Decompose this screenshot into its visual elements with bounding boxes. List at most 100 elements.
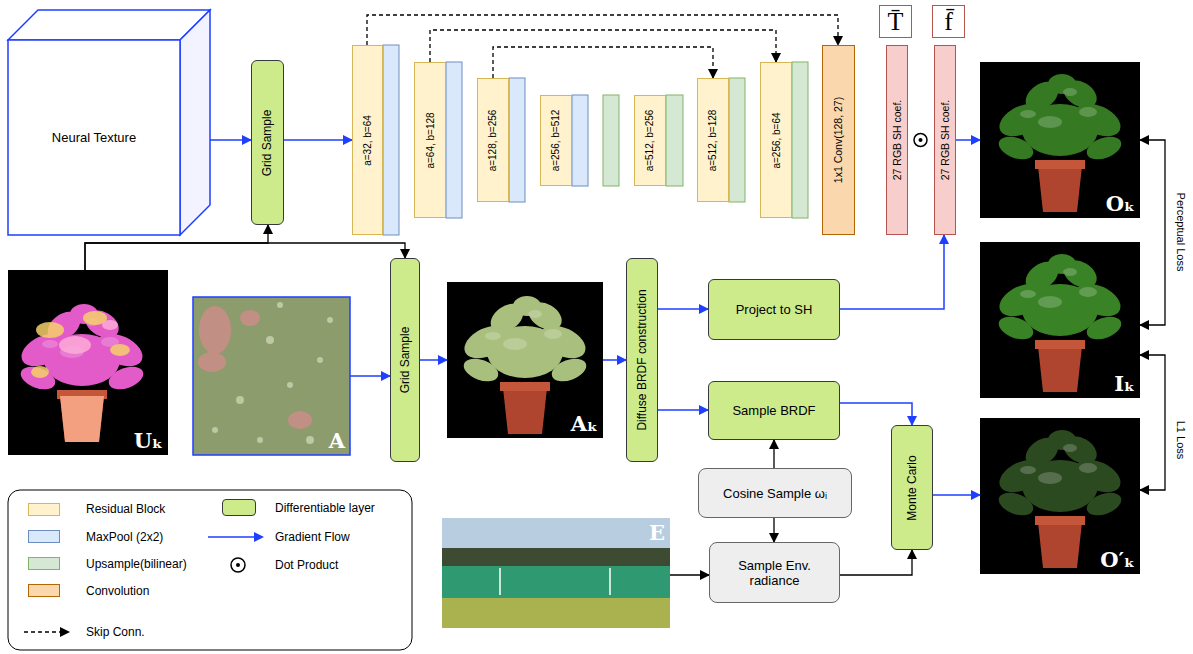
albedo-texture — [212, 427, 218, 433]
legend-swatch — [222, 499, 256, 516]
node-label: a=256, b=512 — [551, 110, 562, 172]
uv-image: Uₖ — [8, 270, 168, 455]
node-label: a=256, b=64 — [771, 112, 782, 168]
node-label: Aₖ — [571, 411, 598, 436]
dot-product-sample — [231, 558, 245, 572]
brdf-symbol-box: f̄ — [932, 5, 965, 38]
uv-image — [110, 344, 130, 356]
convolution-block: 1x1 Conv(128, 27) — [822, 45, 855, 235]
node-label: O′ₖ — [1100, 547, 1135, 572]
maxpool-layer — [383, 45, 399, 235]
texture-cube: Neural Texture — [8, 10, 210, 235]
legend-label: Upsample(bilinear) — [86, 557, 187, 571]
render-image — [980, 418, 1140, 574]
node-label: Neural Texture — [52, 130, 136, 145]
uv-image — [102, 320, 118, 330]
skip-connection — [493, 47, 713, 78]
albedo-texture — [287, 382, 293, 388]
connector-arrow — [85, 225, 268, 270]
albedo-texture — [236, 396, 244, 404]
legend-label: Residual Block — [86, 502, 165, 516]
connector-arrow — [284, 139, 352, 141]
dot-product-symbol — [914, 134, 927, 147]
texture-cube — [8, 40, 180, 235]
connector-arrow — [210, 139, 251, 141]
albedo-texture — [198, 352, 226, 372]
upsample-layer — [792, 62, 808, 218]
connector-arrow — [658, 308, 708, 310]
dot-product-symbol — [919, 138, 923, 142]
monte-carlo-layer: Monte Carlo — [891, 425, 933, 550]
maxpool-layer — [509, 78, 525, 202]
skip-connection-sample — [24, 631, 62, 632]
connector-arrow — [840, 235, 944, 309]
legend-box — [8, 490, 412, 650]
legend-swatch — [28, 503, 60, 516]
node-label: Iₖ — [1114, 371, 1135, 396]
upsample-layer — [603, 95, 619, 186]
uv-image — [59, 336, 91, 354]
connector-arrow — [658, 409, 708, 411]
environment-map — [442, 518, 670, 628]
albedo-texture — [193, 297, 350, 455]
sh-coefficients: 27 RGB SH coef. — [886, 45, 908, 235]
skip-connection — [430, 30, 776, 62]
sh-coefficients: 27 RGB SH coef. — [934, 45, 956, 235]
connector-arrow — [1140, 355, 1165, 490]
node-label: E — [649, 520, 665, 545]
legend-box — [8, 490, 412, 650]
connector-arrow — [773, 518, 774, 542]
connector-arrow — [350, 375, 390, 377]
connector-arrow — [933, 494, 980, 496]
uv-image — [60, 396, 104, 442]
albedo-texture — [317, 357, 323, 363]
residual-block: a=64, b=128 — [414, 62, 446, 218]
maxpool-layer — [446, 62, 462, 218]
residual-block: a=256, b=512 — [540, 95, 572, 186]
brdf-layer: Diffuse BRDF construction — [626, 258, 658, 462]
albedo-texture — [257, 437, 263, 443]
texture-cube — [8, 10, 210, 235]
environment-map — [442, 518, 670, 628]
environment-map — [500, 568, 610, 595]
node-label: Monte Carlo — [905, 455, 919, 520]
connector-arrow — [773, 440, 774, 468]
node-label: Sample BRDF — [732, 403, 815, 418]
output-image: Oₖ — [980, 62, 1140, 218]
node-label: Sample Env. radiance — [714, 558, 835, 588]
residual-block: a=512, b=128 — [697, 78, 729, 202]
environment-map: E — [442, 518, 670, 628]
legend-swatch — [28, 584, 60, 597]
dot-product-symbol — [914, 134, 927, 147]
albedo-texture — [327, 317, 333, 323]
legend-label: Differentiable layer — [275, 501, 375, 515]
albedo-texture — [288, 411, 312, 429]
gradient-flow-sample — [254, 532, 264, 542]
uv-image — [36, 322, 64, 338]
target-image — [980, 242, 1140, 398]
albedo-texture — [193, 297, 350, 455]
uv-image — [31, 311, 130, 378]
skip-connection-sample — [24, 627, 70, 637]
grid-sample-layer: Grid Sample — [390, 258, 420, 462]
connector-arrow — [1140, 140, 1165, 325]
uv-image — [16, 304, 147, 442]
environment-map — [442, 598, 670, 628]
albedo-texture: A — [193, 297, 350, 455]
node-label: a=64, b=128 — [425, 112, 436, 168]
albedo-image — [447, 282, 603, 438]
legend-label: Gradient Flow — [275, 530, 350, 544]
legend-label: Convolution — [86, 584, 149, 598]
upsample-layer — [603, 62, 808, 218]
output-image — [980, 62, 1140, 218]
brdf-sampling-layer: Sample BRDF — [708, 381, 840, 440]
connector-arrow — [956, 139, 980, 141]
node-label: A — [329, 428, 345, 453]
node-label: a=512, b=256 — [645, 110, 656, 172]
connector-arrow — [840, 550, 912, 575]
node-label: Cosine Sample ωᵢ — [723, 486, 827, 501]
legend-label: MaxPool (2x2) — [86, 530, 163, 544]
residual-block: a=512, b=256 — [634, 95, 666, 186]
connector-arrow — [840, 403, 912, 425]
